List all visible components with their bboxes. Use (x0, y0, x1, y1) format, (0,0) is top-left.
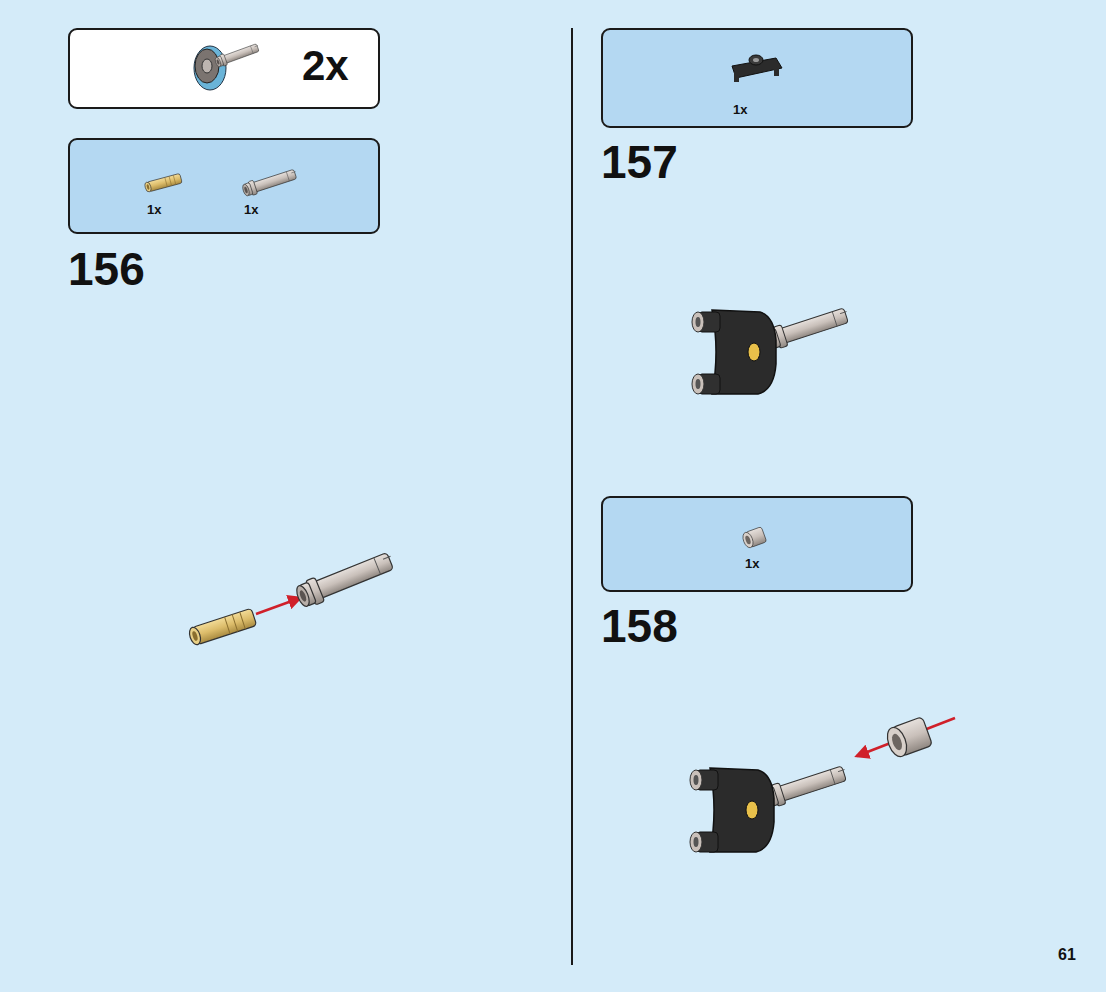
step-number: 157 (601, 139, 678, 185)
part-quantity: 1x (244, 202, 258, 217)
box-fill (602, 29, 912, 127)
parts-box: 1x 1x (68, 138, 380, 234)
page-number: 61 (1058, 947, 1076, 963)
bush (884, 717, 933, 760)
tan-pin (187, 608, 256, 646)
box-fill (602, 497, 912, 591)
parts-box: 1x (601, 496, 913, 592)
callout-box: 2x (68, 28, 380, 109)
multiplier: 2x (302, 42, 349, 90)
parts-box: 1x (601, 28, 913, 128)
step-number: 158 (601, 603, 678, 649)
axle-pin (293, 548, 396, 610)
part-quantity: 1x (147, 202, 161, 217)
divider-line (571, 28, 573, 965)
part-quantity: 1x (733, 102, 747, 117)
step-number: 156 (68, 246, 145, 292)
box-fill (69, 29, 379, 108)
axle-pin (214, 42, 261, 69)
black-connector (690, 768, 774, 852)
bush (741, 527, 767, 549)
black-connector (692, 310, 776, 394)
axle-pin (241, 167, 298, 198)
assembly-arrow (256, 598, 300, 614)
black-part-icon (732, 55, 782, 82)
part-quantity: 1x (745, 556, 759, 571)
tan-pin (144, 173, 182, 192)
box-fill (69, 139, 379, 233)
submodel-icon (194, 46, 226, 90)
